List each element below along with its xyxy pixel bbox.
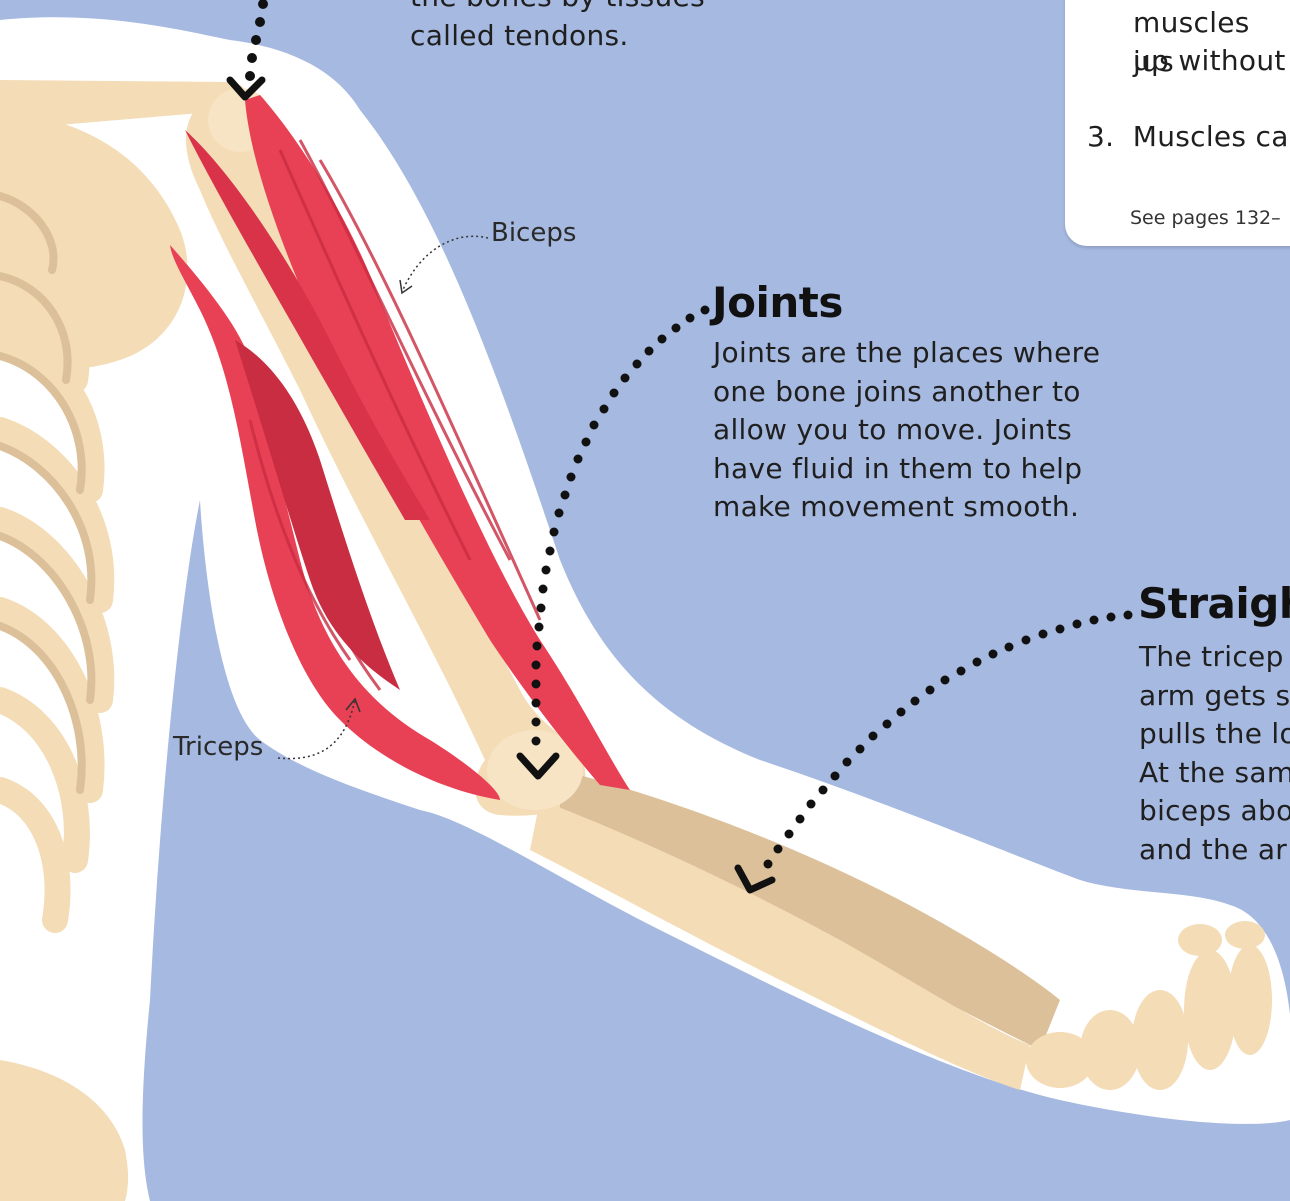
straighten-line-1: The tricep bbox=[1139, 638, 1290, 677]
joints-line-4: have fluid in them to help bbox=[713, 450, 1133, 489]
tendons-text-line-2: called tendons. bbox=[410, 17, 770, 56]
joints-line-3: allow you to move. Joints bbox=[713, 411, 1133, 450]
info-box-item-3-number: 3. bbox=[1087, 120, 1114, 153]
straighten-line-4: At the sam bbox=[1139, 754, 1290, 793]
tendons-text: the bones by tissues called tendons. bbox=[410, 0, 770, 55]
straighten-line-6: and the ar bbox=[1139, 831, 1290, 870]
biceps-label: Biceps bbox=[491, 218, 576, 248]
info-box-item-3-text: Muscles ca bbox=[1133, 120, 1289, 153]
straighten-heading: Straigh bbox=[1138, 580, 1290, 628]
joints-heading: Joints bbox=[712, 279, 843, 327]
triceps-label: Triceps bbox=[173, 732, 263, 762]
info-box-item-3: 3. Muscles ca bbox=[1087, 118, 1289, 157]
info-box-line-2: up without bbox=[1133, 42, 1286, 81]
straighten-line-2: arm gets s bbox=[1139, 677, 1290, 716]
joints-line-2: one bone joins another to bbox=[713, 373, 1133, 412]
straighten-line-3: pulls the lo bbox=[1139, 715, 1290, 754]
page-reference: See pages 132– bbox=[1130, 207, 1281, 229]
straighten-body: The tricep arm gets s pulls the lo At th… bbox=[1139, 638, 1290, 869]
straighten-line-5: biceps abo bbox=[1139, 792, 1290, 831]
joints-line-1: Joints are the places where bbox=[713, 334, 1133, 373]
tendons-text-line-1: the bones by tissues bbox=[410, 0, 770, 17]
joints-body: Joints are the places where one bone joi… bbox=[713, 334, 1133, 527]
joints-line-5: make movement smooth. bbox=[713, 488, 1133, 527]
